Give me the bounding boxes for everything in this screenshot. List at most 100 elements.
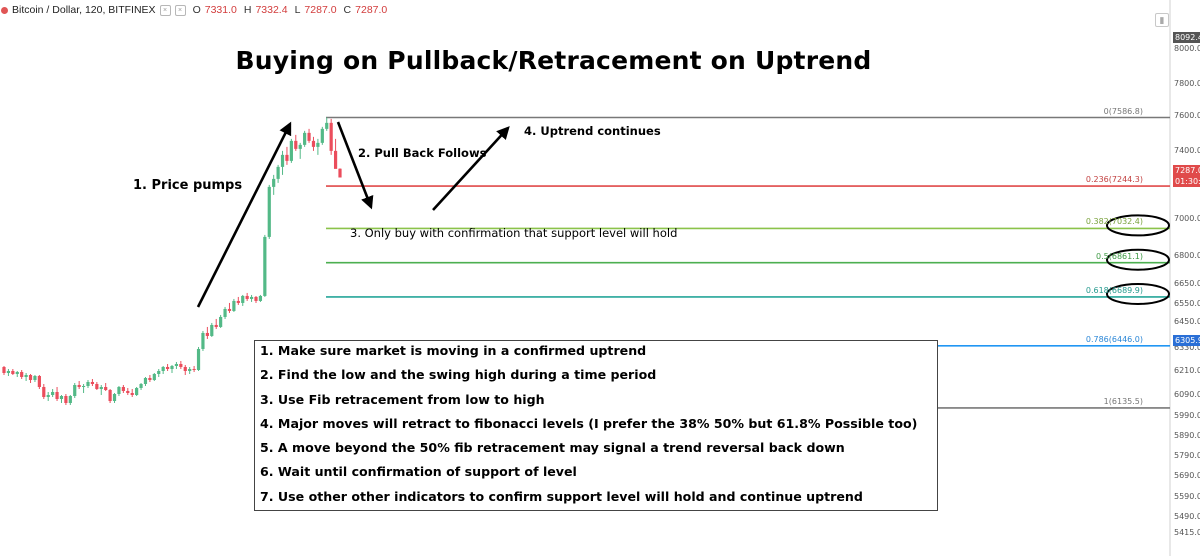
candle-body: [95, 383, 99, 389]
symbol-label: Bitcoin / Dollar, 120, BITFINEX: [12, 4, 156, 16]
candle-body: [289, 140, 293, 161]
hide-indicator-icon[interactable]: ×: [159, 4, 171, 16]
price-axis-badge: 7287.0: [1173, 165, 1200, 176]
candle-body: [311, 140, 316, 147]
candle-body: [245, 295, 249, 299]
price-axis-badge: 01:30:4: [1173, 176, 1200, 187]
screenshot-icon[interactable]: ▮: [1155, 13, 1169, 27]
chart-title: Buying on Pullback/Retracement on Uptren…: [235, 46, 872, 75]
candle-body: [81, 385, 86, 387]
candle-body: [272, 178, 276, 187]
candle-body: [77, 384, 81, 387]
candle-body: [276, 166, 280, 179]
candle-body: [130, 392, 134, 395]
step-5: 5. A move beyond the 50% fib retracement…: [260, 440, 845, 456]
candle-body: [267, 186, 271, 237]
candle-body: [227, 308, 232, 311]
price-tick-label: 6800.0: [1174, 251, 1200, 260]
price-tick-label: 6090.0: [1174, 390, 1200, 399]
price-tick-label: 6210.0: [1174, 366, 1200, 375]
arrow-pull-back: [336, 121, 374, 210]
candle-body: [37, 375, 41, 387]
candle-body: [338, 168, 342, 178]
highlight-ellipse: [1106, 282, 1170, 305]
candle-body: [249, 296, 254, 299]
candle-body: [11, 370, 15, 374]
step-1: 1. Make sure market is moving in a confi…: [260, 343, 647, 358]
price-tick-label: 6330.0: [1174, 343, 1200, 352]
fib-level-label: 1(6135.5): [1103, 396, 1143, 406]
candle-body: [170, 365, 174, 369]
candle-body: [201, 332, 205, 349]
step-4: 4. Major moves will retract to fibonacci…: [260, 415, 918, 431]
candle-body: [258, 295, 263, 301]
candle-body: [196, 348, 201, 370]
candle-body: [316, 142, 320, 147]
price-tick-label: 5690.0: [1174, 471, 1200, 480]
price-tick-label: 8000.0: [1174, 44, 1200, 53]
candle-body: [15, 371, 19, 374]
settings-indicator-icon[interactable]: ×: [174, 4, 186, 16]
candle-body: [33, 375, 37, 380]
candle-body: [59, 395, 64, 400]
high-value: 7332.4: [255, 4, 288, 16]
close-value: 7287.0: [355, 4, 388, 16]
instructions-box: 1. Make sure market is moving in a confi…: [254, 340, 938, 511]
fib-level-label: 0.618(6689.9): [1085, 285, 1143, 295]
candle-body: [205, 332, 209, 336]
highlight-ellipse: [1106, 248, 1170, 271]
candle-body: [117, 386, 121, 394]
price-tick-label: 6550.0: [1174, 299, 1200, 308]
candle-body: [179, 363, 183, 367]
candle-body: [285, 154, 289, 161]
price-axis-badge: 8092.4: [1173, 32, 1200, 43]
candle-body: [121, 386, 125, 391]
fib-level-label: 0.786(6446.0): [1085, 334, 1143, 344]
close-key: C: [343, 4, 352, 16]
price-tick-label: 7000.0: [1174, 214, 1200, 223]
candle-body: [298, 144, 302, 149]
fib-level-label: 0.382(7032.4): [1085, 217, 1143, 227]
low-value: 7287.0: [304, 4, 337, 16]
open-value: 7331.0: [204, 4, 237, 16]
price-tick-label: 7800.0: [1174, 79, 1200, 88]
price-tick-label: 5890.0: [1174, 431, 1200, 440]
candle-body: [325, 122, 329, 129]
fib-level-label: 0(7586.8): [1103, 106, 1143, 116]
price-tick-label: 5590.0: [1174, 492, 1200, 501]
candle-body: [183, 366, 187, 371]
candle-body: [143, 377, 148, 384]
price-tick-label: 5790.0: [1174, 451, 1200, 460]
candle-body: [112, 393, 117, 402]
candle-body: [126, 390, 130, 393]
step-7: 7. Use other other indicators to confirm…: [260, 488, 863, 504]
price-tick-label: 7400.0: [1174, 146, 1200, 155]
price-tick-label: 5415.0: [1174, 528, 1200, 537]
price-tick-label: 5990.0: [1174, 411, 1200, 420]
candle-body: [55, 391, 59, 400]
candle-body: [24, 374, 28, 377]
candle-body: [6, 370, 11, 373]
candle-body: [174, 363, 179, 366]
annotation-price-pumps: 1. Price pumps: [133, 178, 243, 193]
candle-body: [241, 295, 245, 303]
candle-body: [192, 368, 196, 370]
step-3: 3. Use Fib retracement from low to high: [260, 391, 545, 407]
step-6: 6. Wait until confirmation of support of…: [260, 464, 577, 480]
candle-body: [214, 324, 218, 327]
candle-body: [2, 366, 6, 373]
candle-body: [104, 386, 108, 390]
candle-body: [108, 389, 112, 402]
candle-body: [263, 236, 267, 296]
candle-body: [64, 395, 68, 404]
candle-body: [139, 383, 143, 388]
candle-body: [188, 368, 192, 371]
price-tick-label: 6650.0: [1174, 279, 1200, 288]
candle-body: [219, 316, 223, 327]
candle-body: [157, 370, 161, 374]
candle-body: [46, 394, 50, 397]
candle-body: [28, 374, 33, 380]
candle-body: [307, 132, 311, 141]
candle-body: [86, 381, 90, 386]
